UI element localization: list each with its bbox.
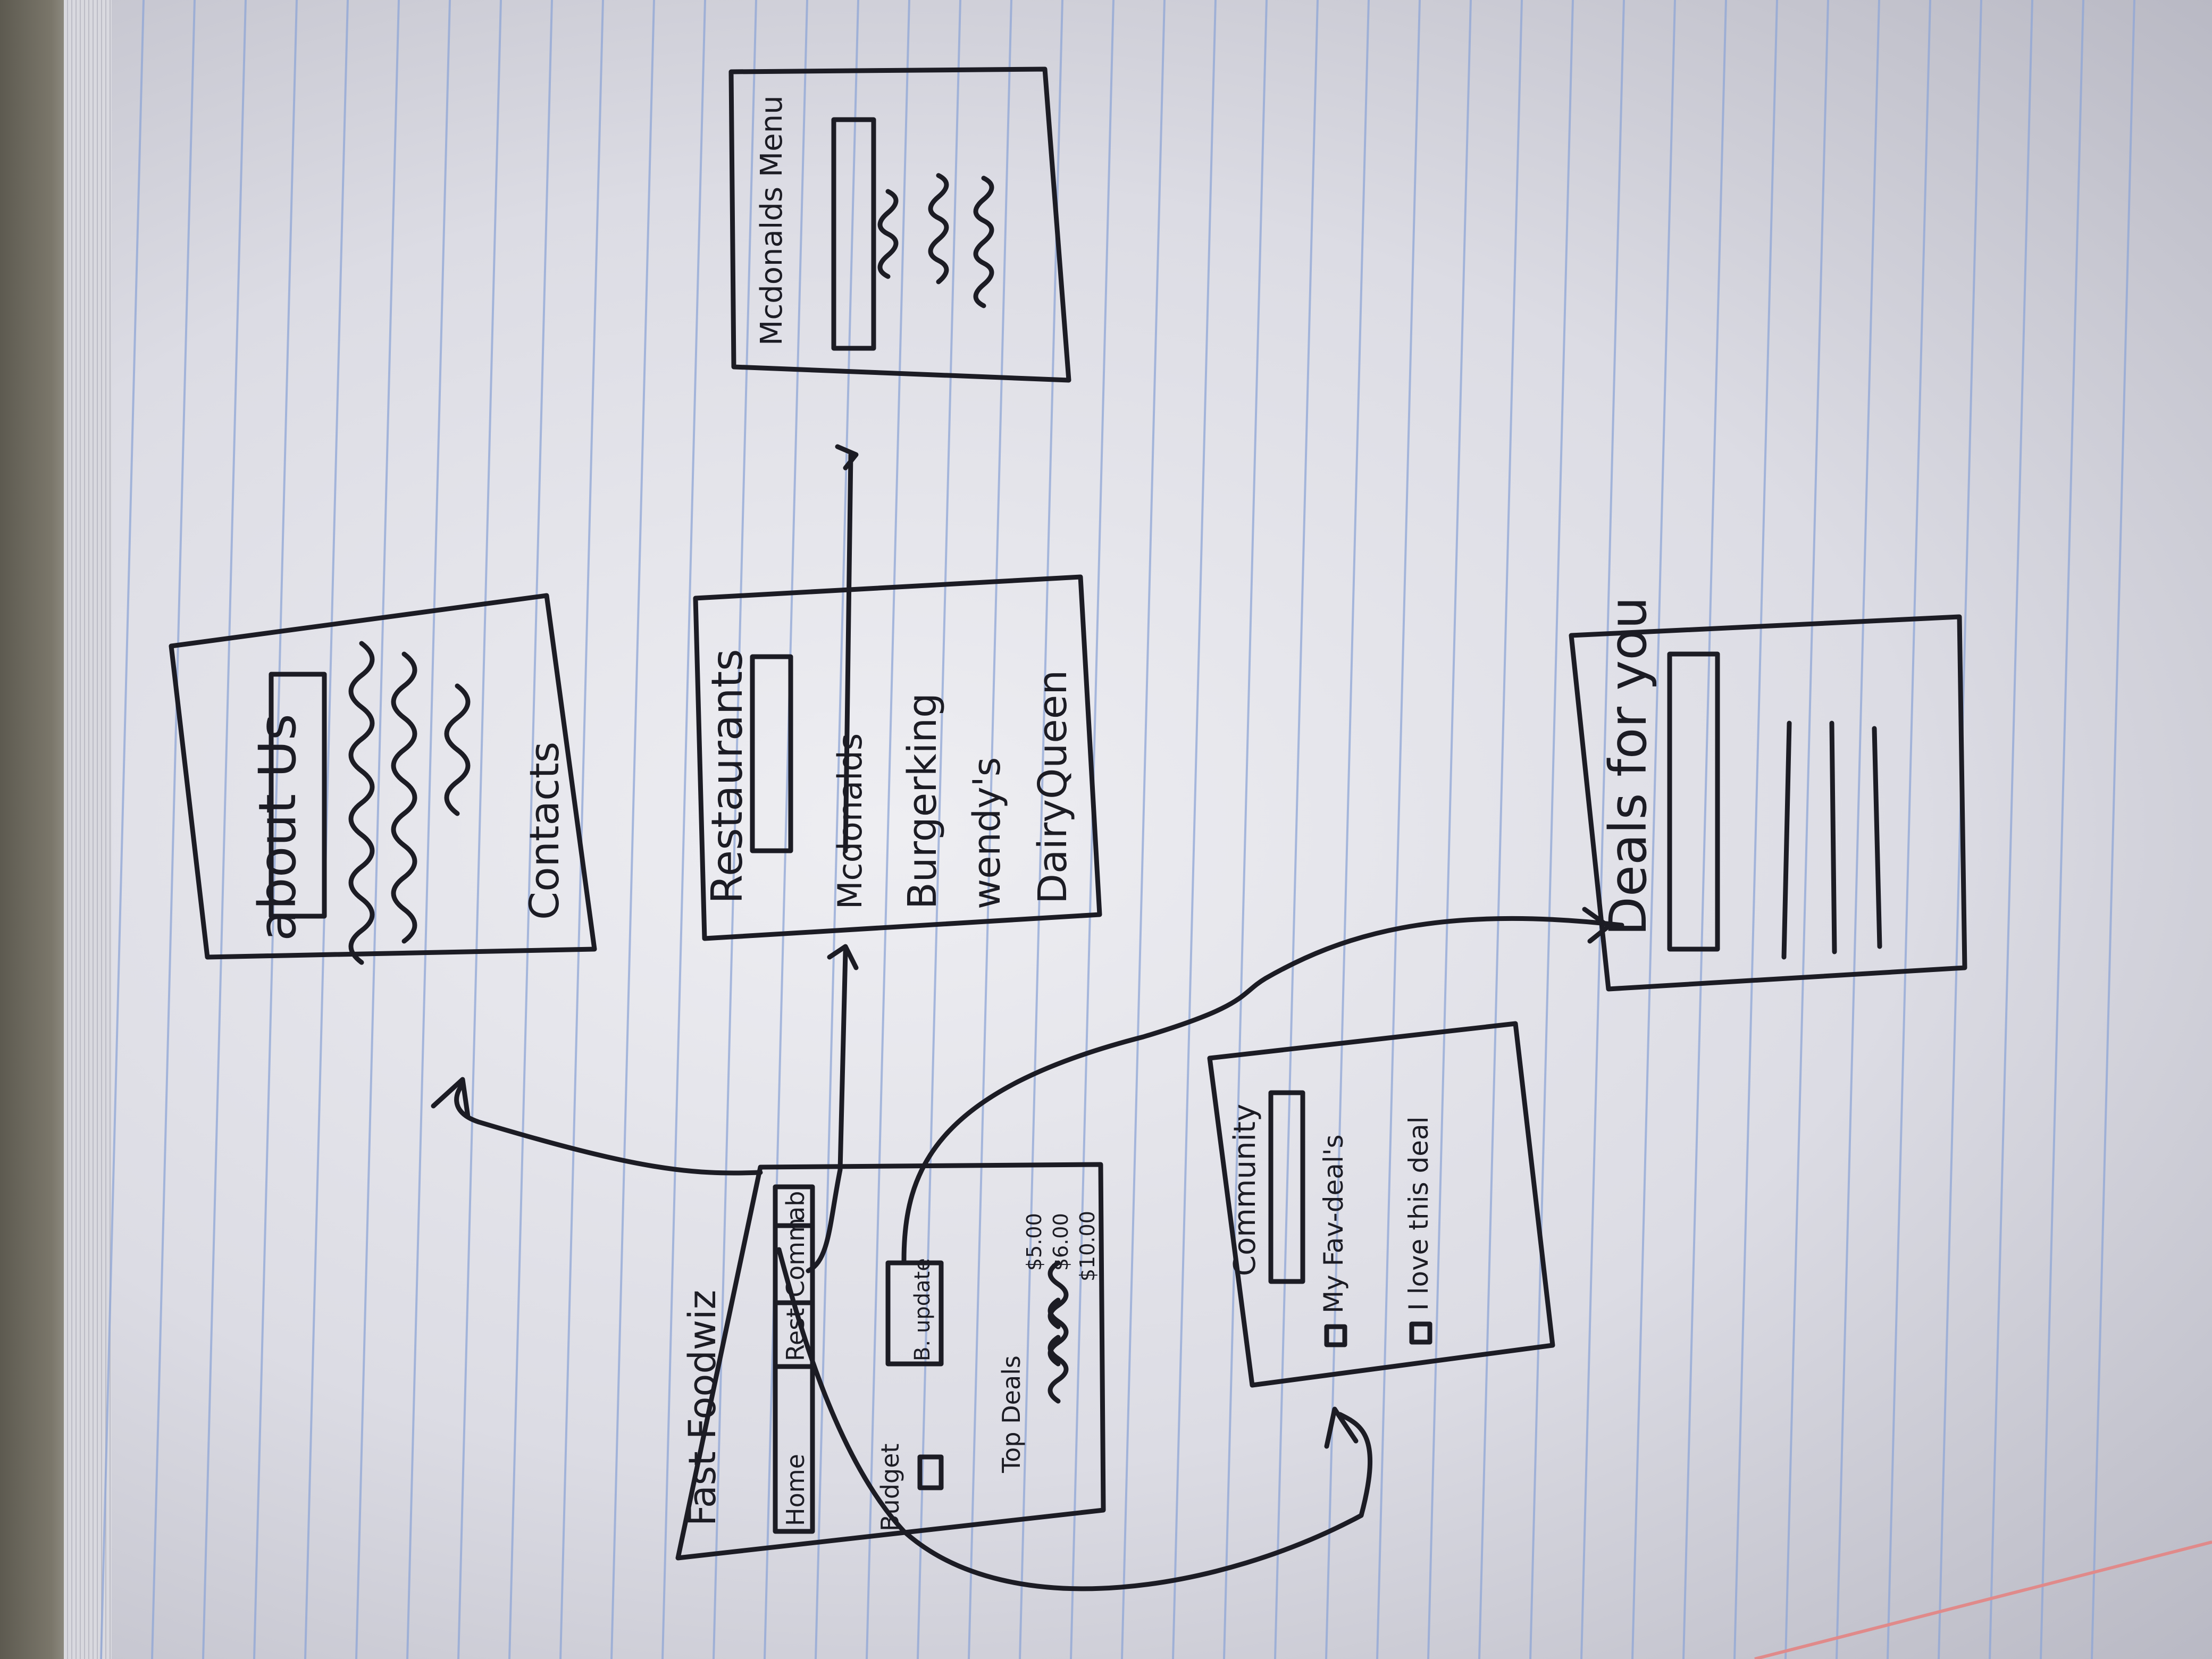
restaurant-item-3[interactable]: wendy's <box>965 757 1009 909</box>
community-title: Community <box>1228 1104 1262 1276</box>
nav-comm: Comm <box>781 1218 810 1297</box>
restaurant-item-1[interactable]: Mcdonalds <box>831 733 869 909</box>
ruled-line <box>100 0 145 1659</box>
ruled-line <box>866 0 910 1659</box>
contacts-label: Contacts <box>521 742 568 920</box>
ruled-line <box>1478 0 1523 1659</box>
ruled-line <box>1529 0 1574 1659</box>
ruled-line <box>1019 0 1063 1659</box>
arrow-home-to-about <box>454 1082 763 1176</box>
arrowhead-menu <box>835 444 859 471</box>
ruled-line <box>1325 0 1370 1659</box>
community-item-1: My Fav-deal's <box>1318 1134 1349 1313</box>
nav-rest: Rest <box>781 1308 810 1361</box>
ruled-line <box>1580 0 1625 1659</box>
arrow-bupdate-to-deals <box>901 916 1624 1263</box>
love-deal-checkbox <box>1409 1321 1432 1345</box>
fav-deals-checkbox <box>1324 1324 1347 1347</box>
arrowhead-community <box>1324 1406 1359 1449</box>
nav-ab: ab <box>781 1191 810 1221</box>
ruled-line <box>457 0 502 1659</box>
ruled-line <box>1376 0 1421 1659</box>
ruled-line <box>508 0 553 1659</box>
ruled-line <box>406 0 451 1659</box>
restaurant-item-4[interactable]: DairyQueen <box>1030 670 1076 904</box>
restaurants-screen-frame <box>693 574 1102 941</box>
ruled-line <box>2040 0 2084 1659</box>
arrowhead-about <box>431 1077 471 1119</box>
menu-box <box>831 117 876 351</box>
arrow-comm-to-community <box>776 1247 1373 1591</box>
deals-title: Deals for you <box>1598 597 1658 936</box>
restaurants-title: Restaurants <box>702 649 752 904</box>
ruled-line <box>1274 0 1319 1659</box>
ruled-line <box>713 0 757 1659</box>
arrow-restaurants-to-menu <box>843 452 853 853</box>
community-item-2: I love this deal <box>1403 1116 1434 1311</box>
top-deals-label: Top Deals <box>997 1355 1026 1473</box>
ruled-line <box>1836 0 1880 1659</box>
ruled-line <box>1733 0 1778 1659</box>
ruled-line <box>2091 0 2135 1659</box>
ruled-line <box>1172 0 1217 1659</box>
ruled-line <box>1427 0 1472 1659</box>
budget-input <box>917 1454 944 1490</box>
ruled-line <box>661 0 706 1659</box>
ruled-line <box>1121 0 1166 1659</box>
ruled-lines <box>100 0 2135 1659</box>
deal-price-3: $10.00 <box>1076 1211 1099 1281</box>
restaurants-search-box <box>750 654 793 853</box>
mcdonalds-title: Mcdonalds Menu <box>755 95 789 346</box>
paper-stack-edge <box>64 0 112 1659</box>
ruled-line <box>355 0 400 1659</box>
arrowhead-deals <box>1582 907 1611 944</box>
ruled-line <box>1887 0 1931 1659</box>
mcdonalds-screen-frame <box>728 66 1071 383</box>
about-title: about Us <box>248 714 307 941</box>
nav-home: Home <box>781 1454 810 1526</box>
b-update-button <box>885 1260 944 1367</box>
ruled-line <box>1223 0 1268 1659</box>
ruled-line <box>917 0 961 1659</box>
ruled-line <box>968 0 1012 1659</box>
ruled-line <box>202 0 247 1659</box>
ruled-line <box>559 0 604 1659</box>
about-image-box <box>269 672 327 919</box>
home-title: Fast Foodwiz <box>681 1290 724 1526</box>
ruled-line <box>1989 0 2033 1659</box>
sketch-ink <box>169 66 1967 1591</box>
arrowhead-restaurants <box>827 944 859 970</box>
ruled-line <box>1631 0 1676 1659</box>
deals-screen-frame <box>1569 614 1967 992</box>
b-update-label: B. update <box>910 1258 935 1361</box>
budget-label: Budget <box>876 1444 904 1531</box>
deal-price-1: $5.00 <box>1023 1213 1046 1271</box>
margin-line <box>1754 1540 2212 1659</box>
ruled-line <box>610 0 655 1659</box>
community-input-box <box>1268 1090 1305 1284</box>
ruled-line <box>764 0 808 1659</box>
restaurant-item-2[interactable]: Burgerking <box>900 693 945 909</box>
ruled-line <box>1784 0 1829 1659</box>
ruled-line <box>151 0 196 1659</box>
ruled-line <box>1682 0 1727 1659</box>
ruled-line <box>253 0 298 1659</box>
deals-image-box <box>1667 651 1720 952</box>
ruled-line <box>1070 0 1115 1659</box>
ruled-line <box>1938 0 1982 1659</box>
arrow-home-to-restaurants <box>806 949 848 1273</box>
community-screen-frame <box>1207 1021 1555 1388</box>
about-screen-frame <box>169 593 597 965</box>
deal-price-2: $6.00 <box>1049 1213 1073 1271</box>
